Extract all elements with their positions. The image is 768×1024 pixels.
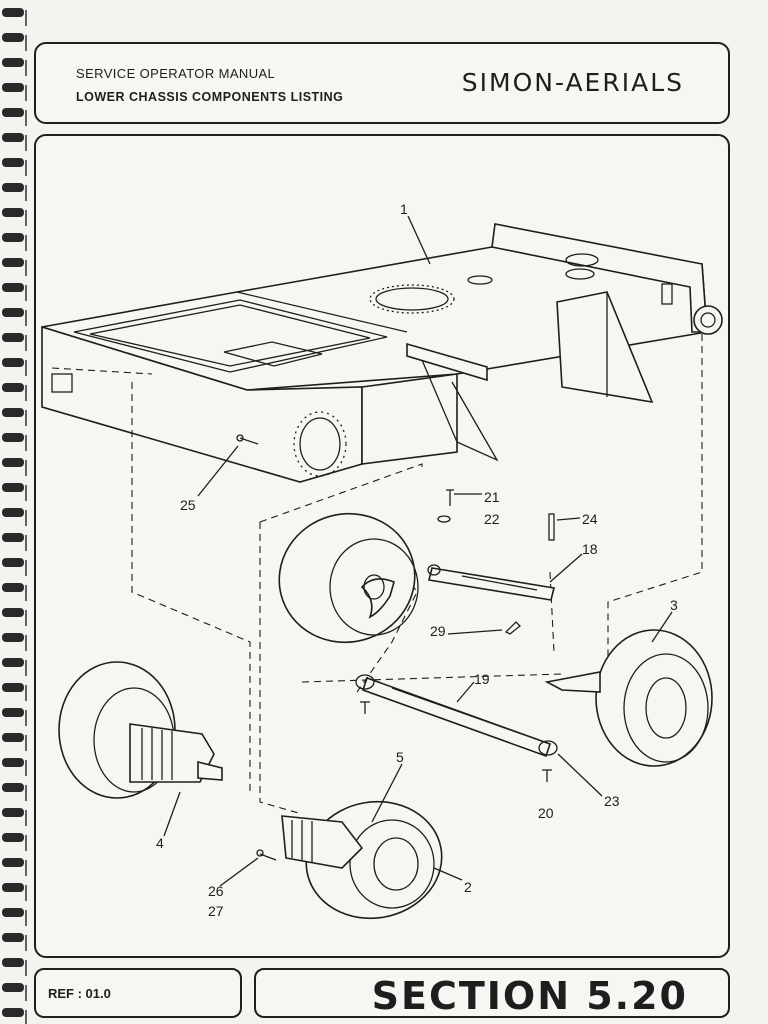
reference-number: REF : 01.0: [48, 986, 111, 1001]
binding-ring: [2, 408, 24, 417]
binding-ring: [2, 633, 24, 642]
callout-27: 27: [208, 903, 224, 919]
spiral-binding: [2, 8, 27, 1024]
binding-ring: [2, 458, 24, 467]
binding-ring: [2, 783, 24, 792]
reference-box: REF : 01.0: [34, 968, 242, 1018]
binding-ring: [2, 158, 24, 167]
binding-ring: [2, 983, 24, 992]
binding-ring: [2, 33, 24, 42]
listing-title: LOWER CHASSIS COMPONENTS LISTING: [76, 90, 344, 104]
binding-ring: [2, 958, 24, 967]
tie-rod-18: [427, 489, 555, 601]
binding-ring: [2, 608, 24, 617]
callout-4: 4: [156, 835, 164, 851]
callout-2: 2: [464, 879, 472, 895]
callout-5: 5: [396, 749, 404, 765]
binding-ring: [2, 933, 24, 942]
manual-title: SERVICE OPERATOR MANUAL: [76, 66, 276, 81]
leader-lines: [163, 215, 673, 887]
wheel-front-left: [278, 512, 419, 644]
binding-ring: [2, 883, 24, 892]
chassis-frame: [41, 223, 723, 483]
binding-ring: [2, 858, 24, 867]
callout-20: 20: [538, 805, 554, 821]
binding-ring: [2, 558, 24, 567]
binding-ring: [2, 733, 24, 742]
wheel-right: [544, 629, 713, 767]
binding-ring: [2, 658, 24, 667]
wheel-rear-with-motor: [256, 800, 443, 920]
binding-ring: [2, 533, 24, 542]
callout-18: 18: [582, 541, 598, 557]
binding-ring: [2, 383, 24, 392]
binding-ring: [2, 358, 24, 367]
callout-25: 25: [180, 497, 196, 513]
callout-3: 3: [670, 597, 678, 613]
binding-ring: [2, 583, 24, 592]
binding-ring: [2, 908, 24, 917]
binding-ring: [2, 683, 24, 692]
binding-ring: [2, 708, 24, 717]
callout-26: 26: [208, 883, 224, 899]
callout-21: 21: [484, 489, 500, 505]
binding-ring: [2, 833, 24, 842]
exploded-view-drawing: 1 25 21 22 24 18 3 29 19 5 4 23 20 2 26 …: [34, 134, 730, 958]
binding-ring: [2, 508, 24, 517]
binding-ring: [2, 133, 24, 142]
binding-ring: [2, 808, 24, 817]
binding-ring: [2, 208, 24, 217]
binding-ring: [2, 233, 24, 242]
binding-ring: [2, 58, 24, 67]
section-number: SECTION 5.20: [371, 974, 688, 1018]
hidden-lines: [51, 334, 703, 815]
drag-link-19: [355, 621, 558, 782]
callout-23: 23: [604, 793, 620, 809]
callout-24: 24: [582, 511, 598, 527]
binding-ring: [2, 333, 24, 342]
binding-ring: [2, 433, 24, 442]
binding-ring: [2, 308, 24, 317]
binding-ring: [2, 83, 24, 92]
header-panel: SERVICE OPERATOR MANUAL LOWER CHASSIS CO…: [34, 42, 730, 124]
binding-ring: [2, 1008, 24, 1017]
binding-ring: [2, 108, 24, 117]
callout-29: 29: [430, 623, 446, 639]
binding-ring: [2, 183, 24, 192]
brand-name: SIMON-AERIALS: [461, 68, 684, 97]
callouts: 1 25 21 22 24 18 3 29 19 5 4 23 20 2 26 …: [156, 201, 678, 919]
callout-1: 1: [400, 201, 408, 217]
callout-22: 22: [484, 511, 500, 527]
callout-19: 19: [474, 671, 490, 687]
binding-ring: [2, 283, 24, 292]
wheel-left-with-motor: [58, 661, 223, 799]
binding-ring: [2, 258, 24, 267]
chassis-illustration: 1 25 21 22 24 18 3 29 19 5 4 23 20 2 26 …: [41, 201, 723, 920]
binding-ring: [2, 758, 24, 767]
binding-ring: [2, 8, 24, 17]
section-box: SECTION 5.20: [254, 968, 730, 1018]
binding-ring: [2, 483, 24, 492]
